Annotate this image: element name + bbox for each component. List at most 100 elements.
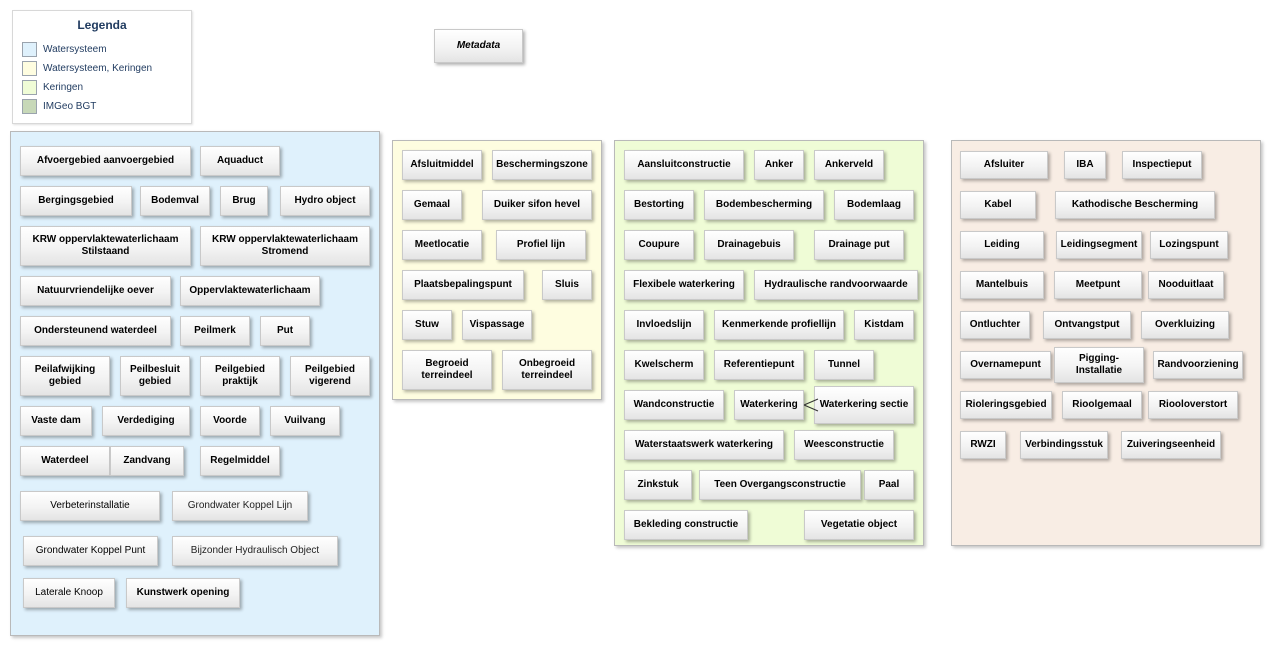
element-vuilvang[interactable]: Vuilvang	[270, 406, 340, 436]
element-profiel-lijn[interactable]: Profiel lijn	[496, 230, 586, 260]
element-nooduitlaat[interactable]: Nooduitlaat	[1148, 271, 1224, 299]
element-natuurvriendelijke-oever[interactable]: Natuurvriendelijke oever	[20, 276, 171, 306]
element-verbeterinstallatie[interactable]: Verbeterinstallatie	[20, 491, 160, 521]
legend-item-keringen: Keringen	[22, 79, 83, 95]
element-bodembescherming[interactable]: Bodembescherming	[704, 190, 824, 220]
element-rioolgemaal[interactable]: Rioolgemaal	[1062, 391, 1142, 419]
element-afsluiter[interactable]: Afsluiter	[960, 151, 1048, 179]
element-randvoorziening[interactable]: Randvoorziening	[1153, 351, 1243, 379]
element-mantelbuis[interactable]: Mantelbuis	[960, 271, 1044, 299]
element-zinkstuk[interactable]: Zinkstuk	[624, 470, 692, 500]
legend-label: Watersysteem	[43, 43, 107, 55]
element-iba[interactable]: IBA	[1064, 151, 1106, 179]
element-vegetatie-object[interactable]: Vegetatie object	[804, 510, 914, 540]
element-ontvangstput[interactable]: Ontvangstput	[1043, 311, 1131, 339]
element-paal[interactable]: Paal	[864, 470, 914, 500]
element-zandvang[interactable]: Zandvang	[110, 446, 184, 476]
element-rwzi[interactable]: RWZI	[960, 431, 1006, 459]
element-beschermingszone[interactable]: Beschermingszone	[492, 150, 592, 180]
element-teen-overgangsconstructie[interactable]: Teen Overgangsconstructie	[699, 470, 861, 500]
element-inspectieput[interactable]: Inspectieput	[1122, 151, 1202, 179]
metadata-element[interactable]: Metadata	[434, 29, 523, 63]
element-grondwater-koppel-punt[interactable]: Grondwater Koppel Punt	[23, 536, 158, 566]
element-waterstaatswerk-waterkering[interactable]: Waterstaatswerk waterkering	[624, 430, 784, 460]
element-laterale-knoop[interactable]: Laterale Knoop	[23, 578, 115, 608]
element-kwelscherm[interactable]: Kwelscherm	[624, 350, 704, 380]
element-ontluchter[interactable]: Ontluchter	[960, 311, 1030, 339]
element-overnamepunt[interactable]: Overnamepunt	[960, 351, 1051, 379]
element-kenmerkende-profiellijn[interactable]: Kenmerkende profiellijn	[714, 310, 844, 340]
element-oppervlaktewaterlichaam[interactable]: Oppervlaktewaterlichaam	[180, 276, 320, 306]
element-leidingsegment[interactable]: Leidingsegment	[1056, 231, 1142, 259]
element-stuw[interactable]: Stuw	[402, 310, 452, 340]
element-drainage-put[interactable]: Drainage put	[814, 230, 904, 260]
element-hydro-object[interactable]: Hydro object	[280, 186, 370, 216]
element-plaatsbepalingspunt[interactable]: Plaatsbepalingspunt	[402, 270, 524, 300]
element-bestorting[interactable]: Bestorting	[624, 190, 694, 220]
element-bodemval[interactable]: Bodemval	[140, 186, 210, 216]
element-waterkering[interactable]: Waterkering	[734, 390, 804, 420]
element-leiding[interactable]: Leiding	[960, 231, 1044, 259]
element-afvoergebied-aanvoergebied[interactable]: Afvoergebied aanvoergebied	[20, 146, 191, 176]
element-kistdam[interactable]: Kistdam	[854, 310, 914, 340]
element-bergingsgebied[interactable]: Bergingsgebied	[20, 186, 132, 216]
element-aquaduct[interactable]: Aquaduct	[200, 146, 280, 176]
legend-label: Watersysteem, Keringen	[43, 62, 153, 74]
element-gemaal[interactable]: Gemaal	[402, 190, 462, 220]
element-ondersteunend-waterdeel[interactable]: Ondersteunend waterdeel	[20, 316, 171, 346]
element-hydraulische-randvoorwaarde[interactable]: Hydraulische randvoorwaarde	[754, 270, 918, 300]
element-waterkering-sectie[interactable]: Waterkering sectie	[814, 386, 914, 424]
legend-swatch	[22, 60, 37, 76]
legend: Legenda Watersysteem Watersysteem, Kerin…	[12, 10, 192, 124]
element-drainagebuis[interactable]: Drainagebuis	[704, 230, 794, 260]
legend-item-watersysteem-keringen: Watersysteem, Keringen	[22, 60, 152, 76]
element-afsluitmiddel[interactable]: Afsluitmiddel	[402, 150, 482, 180]
element-wandconstructie[interactable]: Wandconstructie	[624, 390, 724, 420]
element-verbindingsstuk[interactable]: Verbindingsstuk	[1020, 431, 1108, 459]
element-kabel[interactable]: Kabel	[960, 191, 1036, 219]
element-put[interactable]: Put	[260, 316, 310, 346]
element-verdediging[interactable]: Verdediging	[102, 406, 190, 436]
element-flexibele-waterkering[interactable]: Flexibele waterkering	[624, 270, 744, 300]
element-sluis[interactable]: Sluis	[542, 270, 592, 300]
element-brug[interactable]: Brug	[220, 186, 268, 216]
element-peilmerk[interactable]: Peilmerk	[180, 316, 250, 346]
element-aansluitconstructie[interactable]: Aansluitconstructie	[624, 150, 744, 180]
element-referentiepunt[interactable]: Referentiepunt	[714, 350, 804, 380]
element-bijzonder-hydraulisch-object[interactable]: Bijzonder Hydraulisch Object	[172, 536, 338, 566]
element-bodemlaag[interactable]: Bodemlaag	[834, 190, 914, 220]
element-duiker-sifon-hevel[interactable]: Duiker sifon hevel	[482, 190, 592, 220]
element-invloedslijn[interactable]: Invloedslijn	[624, 310, 704, 340]
element-waterdeel[interactable]: Waterdeel	[20, 446, 110, 476]
element-rioleringsgebied[interactable]: Rioleringsgebied	[960, 391, 1052, 419]
element-riooloverstort[interactable]: Riooloverstort	[1148, 391, 1238, 419]
element-lozingspunt[interactable]: Lozingspunt	[1150, 231, 1228, 259]
element-zuiveringseenheid[interactable]: Zuiveringseenheid	[1121, 431, 1221, 459]
element-coupure[interactable]: Coupure	[624, 230, 694, 260]
element-vispassage[interactable]: Vispassage	[462, 310, 532, 340]
element-kunstwerk-opening[interactable]: Kunstwerk opening	[126, 578, 240, 608]
legend-swatch	[22, 79, 37, 95]
element-kathodische-bescherming[interactable]: Kathodische Bescherming	[1055, 191, 1215, 219]
element-grondwater-koppel-lijn[interactable]: Grondwater Koppel Lijn	[172, 491, 308, 521]
element-overkluizing[interactable]: Overkluizing	[1141, 311, 1229, 339]
element-anker[interactable]: Anker	[754, 150, 804, 180]
element-meetlocatie[interactable]: Meetlocatie	[402, 230, 482, 260]
element-tunnel[interactable]: Tunnel	[814, 350, 874, 380]
element-voorde[interactable]: Voorde	[200, 406, 260, 436]
element-meetpunt[interactable]: Meetpunt	[1054, 271, 1142, 299]
element-bekleding-constructie[interactable]: Bekleding constructie	[624, 510, 748, 540]
element-pigging-installatie[interactable]: Pigging-Installatie	[1054, 347, 1144, 383]
element-regelmiddel[interactable]: Regelmiddel	[200, 446, 280, 476]
element-weesconstructie[interactable]: Weesconstructie	[794, 430, 894, 460]
element-vaste-dam[interactable]: Vaste dam	[20, 406, 92, 436]
element-ankerveld[interactable]: Ankerveld	[814, 150, 884, 180]
